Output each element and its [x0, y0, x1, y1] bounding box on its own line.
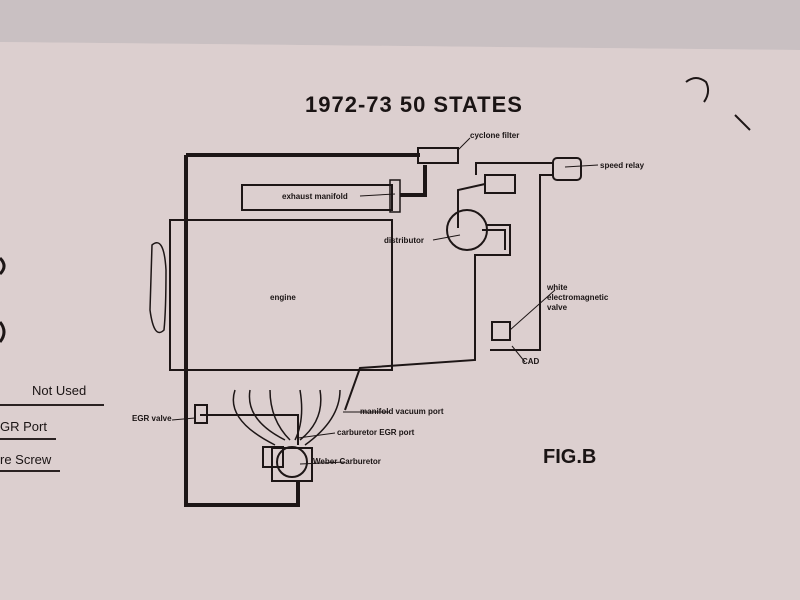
speed-relay	[552, 157, 582, 181]
exhaust-manifold	[241, 184, 393, 211]
label-engine: engine	[270, 293, 296, 302]
label-egr-valve: EGR valve	[132, 414, 172, 423]
side-legend-item: GR Port	[0, 419, 47, 434]
label-distributor: distributor	[384, 236, 424, 245]
diagram-title: 1972-73 50 STATES	[305, 92, 523, 117]
label-manifold-vacuum-port: manifold vacuum port	[360, 407, 444, 416]
label-speed-relay: speed relay	[600, 161, 645, 170]
figure-label: FIG.B	[543, 446, 597, 468]
paper-sheet	[0, 42, 800, 600]
label-exhaust-manifold: exhaust manifold	[282, 192, 348, 201]
side-legend-item: re Screw	[0, 452, 52, 467]
fan	[149, 242, 167, 334]
engine-block	[169, 219, 393, 371]
label-cyclone-filter: cyclone filter	[470, 131, 520, 140]
label-weber-carburetor: Weber Carburetor	[313, 457, 381, 466]
label-carburetor-egr-port: carburetor EGR port	[337, 428, 415, 437]
label-valve-line3: valve	[547, 303, 568, 312]
side-legend-item: Not Used	[32, 383, 87, 398]
cyclone-filter	[417, 147, 459, 164]
background-surface	[0, 0, 800, 50]
label-valve-line2: electromagnetic	[547, 293, 609, 302]
label-valve-line1: white	[547, 283, 568, 292]
electromagnetic-valve	[491, 321, 511, 341]
label-cad: CAD	[522, 357, 540, 366]
